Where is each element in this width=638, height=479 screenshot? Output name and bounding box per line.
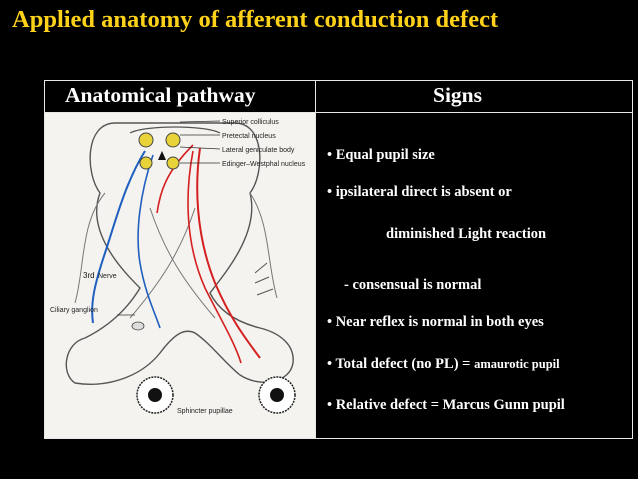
total-defect-term: amaurotic pupil (474, 357, 560, 371)
sign-relative-defect: • Relative defect = Marcus Gunn pupil (327, 397, 565, 413)
total-defect-label: • Total defect (no PL) = (327, 356, 475, 372)
sign-equal-pupil: • Equal pupil size (327, 147, 435, 163)
sign-ipsilateral-line2: diminished Light reaction (386, 226, 547, 242)
sign-consensual: - consensual is normal (344, 277, 482, 293)
sign-ipsilateral-line1: • ipsilateral direct is absent or (327, 184, 512, 200)
label-ciliary-ganglion: Ciliary ganglion (50, 307, 98, 314)
header-anatomical-pathway: Anatomical pathway (65, 83, 256, 107)
pupillary-pathway-illustration: Superior colliculus Pretectal nucleus La… (50, 119, 306, 415)
label-edinger-westphal: Edinger–Westphal nucleus (222, 161, 306, 168)
anatomy-signs-table: Anatomical pathway Signs (44, 80, 633, 439)
pupillary-pathway-diagram: Superior colliculus Pretectal nucleus La… (45, 113, 316, 438)
slide-title: Applied anatomy of afferent conduction d… (12, 6, 499, 33)
label-superior-colliculus: Superior colliculus (222, 119, 279, 126)
label-third: 3rd (83, 271, 95, 280)
sign-total-defect: • Total defect (no PL) = amaurotic pupil (327, 356, 560, 373)
label-pretectal-nucleus: Pretectal nucleus (222, 133, 276, 140)
sign-near-reflex: • Near reflex is normal in both eyes (327, 314, 544, 330)
header-cell-signs: Signs (316, 81, 632, 113)
header-signs: Signs (433, 83, 483, 107)
label-lateral-geniculate-body: Lateral geniculate body (222, 147, 295, 154)
label-sphincter-pupillae: Sphincter pupillae (177, 408, 233, 415)
header-cell-anatomical-pathway: Anatomical pathway (45, 81, 316, 113)
label-nerve: Nerve (98, 273, 117, 280)
